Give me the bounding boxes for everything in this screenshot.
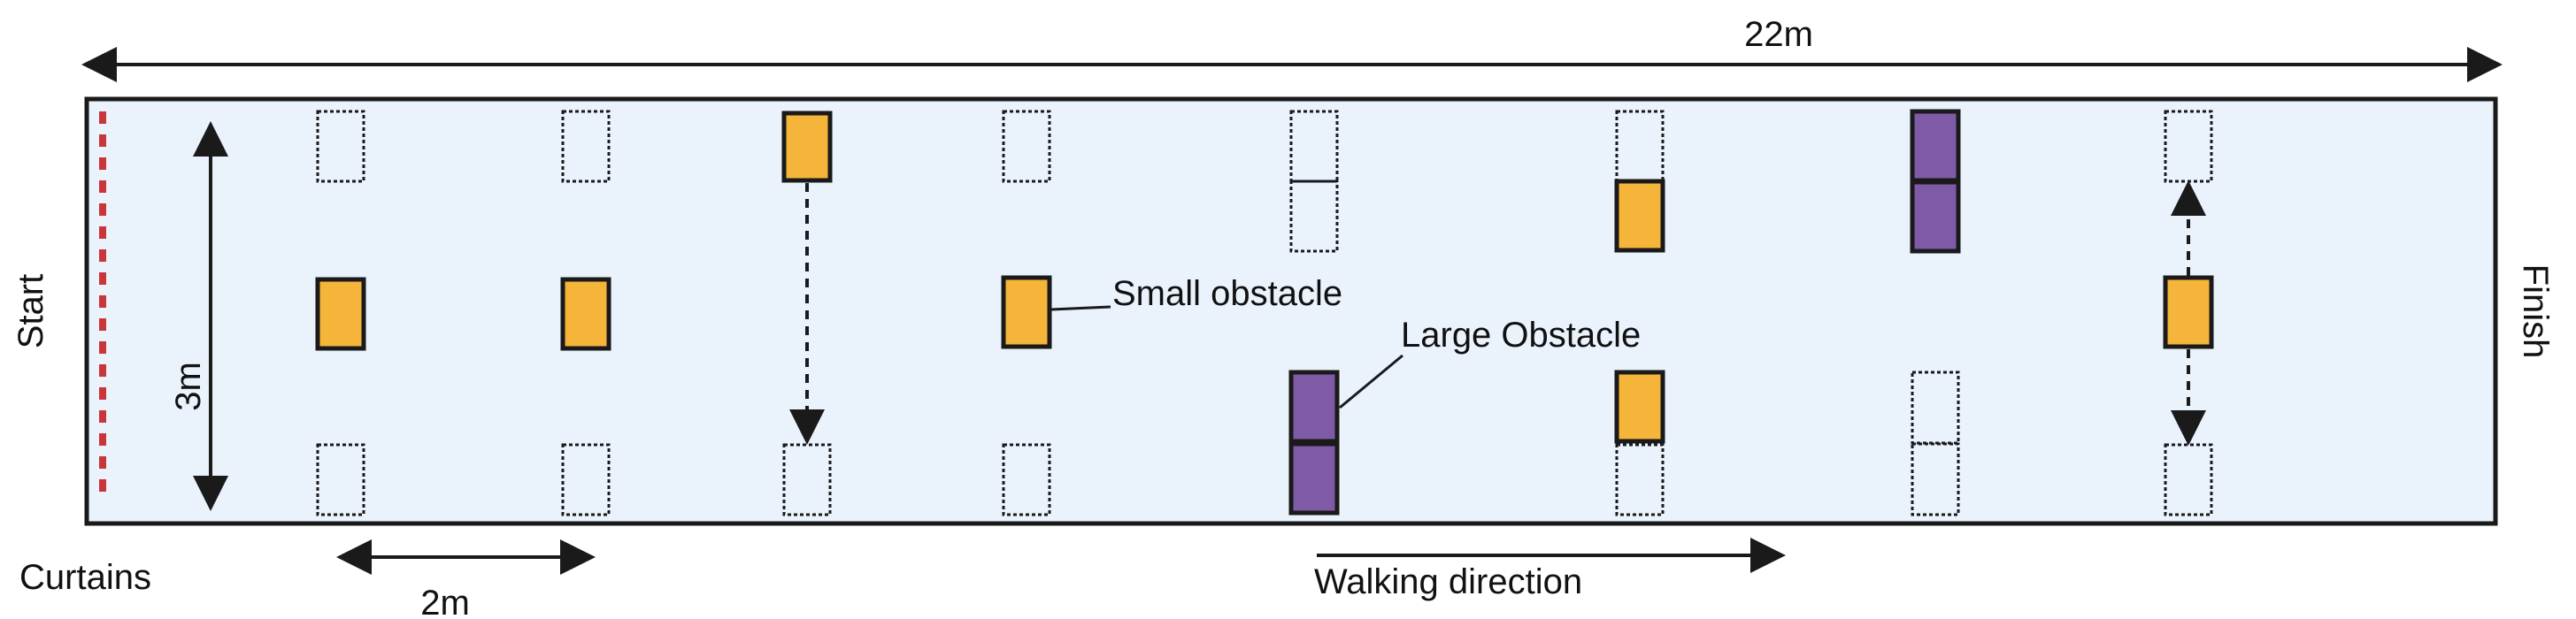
total-length-label: 22m [1744,15,1813,54]
possible-position-box [782,443,832,516]
large-obstacle [1910,180,1961,254]
large-obstacle [1288,370,1340,444]
width-label: 3m [169,362,208,411]
large-obstacle [1288,441,1340,516]
possible-position-box [2164,443,2213,516]
small-obstacle [2163,275,2214,349]
start-label: Start [12,274,50,348]
small-obstacle [315,277,366,351]
small-obstacle-label: Small obstacle [1112,274,1342,313]
spacing-label: 2m [420,584,470,619]
large-obstacle-label: Large Obstacle [1401,316,1641,355]
possible-position-box [1289,110,1339,183]
possible-position-box [561,110,611,183]
possible-position-box [1002,443,1051,516]
small-obstacle [1614,370,1665,444]
small-obstacle-leader [1050,305,1111,311]
possible-position-box [316,110,365,183]
possible-position-box [1289,180,1339,253]
curtains-label: Curtains [19,558,151,597]
small-obstacle [1001,275,1052,349]
small-obstacle [1614,179,1665,253]
possible-position-box [1911,371,1960,445]
walking-direction-label: Walking direction [1314,562,1582,601]
small-obstacle [781,111,833,183]
small-obstacle [560,277,611,351]
possible-position-box [1911,442,1960,516]
possible-position-box [561,443,611,516]
large-obstacle-leader [1339,354,1403,409]
finish-label: Finish [2516,264,2555,359]
possible-position-box [316,443,365,516]
possible-position-box [1615,443,1665,516]
large-obstacle [1910,109,1961,183]
possible-position-box [1002,110,1051,183]
